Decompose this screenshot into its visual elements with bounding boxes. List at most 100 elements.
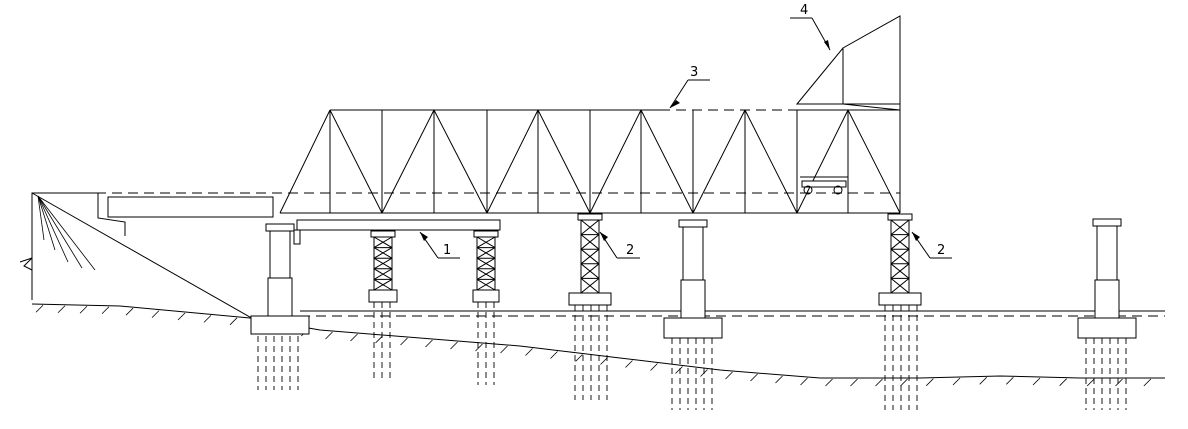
ground-hatch <box>203 315 212 323</box>
pier-1-lower-column <box>267 277 293 317</box>
pier-7-column <box>1096 225 1118 281</box>
ground-hatch <box>79 305 88 314</box>
callout-2b-label: 2 <box>937 243 945 258</box>
abutment-fan-line <box>37 195 83 269</box>
abutment-fan-line <box>37 195 45 241</box>
pier-1-cap <box>265 223 295 232</box>
tower-1-brace <box>373 247 393 259</box>
truss-diagonal <box>847 109 901 214</box>
truss-diagonal <box>433 109 488 214</box>
ground-hatch <box>475 343 483 352</box>
ground-hatch <box>101 306 110 315</box>
ground-hatch <box>400 337 408 346</box>
ground-hatch <box>979 377 987 385</box>
tower-3-brace <box>580 248 600 265</box>
ground-hatch <box>525 348 533 356</box>
ground-hatch <box>575 354 583 362</box>
tower-3-brace <box>580 263 600 279</box>
callout-2b: 2 <box>911 231 952 259</box>
truss-diagonal <box>589 109 642 214</box>
ground-hatch <box>350 333 358 342</box>
pier-4-cap <box>678 219 708 228</box>
bridge-piers <box>250 218 1137 339</box>
truss-diagonal <box>796 109 849 214</box>
callout-2a-label: 2 <box>626 243 634 258</box>
callout-4: 4 <box>790 3 831 51</box>
tower-3-brace <box>580 234 600 250</box>
placed-girder <box>107 196 274 218</box>
ground-hatch <box>425 339 433 348</box>
tower-2-brace <box>476 268 496 280</box>
tower-1-brace <box>373 268 393 280</box>
ground-hatch <box>775 375 783 384</box>
truss-diagonal <box>744 109 798 214</box>
ground-hatch <box>35 304 44 313</box>
pier-7-cap <box>1092 218 1122 227</box>
precast-girder <box>296 219 501 231</box>
tower-2-brace <box>476 236 496 249</box>
left-abutment <box>19 192 256 321</box>
lifting-trolley <box>800 176 848 195</box>
truss-diagonal <box>640 109 694 214</box>
pier-1-footing <box>250 315 310 335</box>
ground-hatch <box>550 351 558 359</box>
ground-hatch <box>500 345 508 354</box>
pier-4-footing <box>663 317 723 339</box>
ground-hatch <box>850 378 858 387</box>
tower-2-cap <box>473 230 499 238</box>
pier-4-column <box>682 226 704 281</box>
water-surface <box>300 310 1165 317</box>
ground-hatch <box>375 335 383 344</box>
ground-hatch <box>800 377 808 386</box>
tower-4-brace <box>890 278 910 294</box>
ground-hatch <box>151 310 160 318</box>
callout-1: 1 <box>419 231 460 259</box>
ground-hatch <box>229 317 238 326</box>
tower-4-brace <box>890 248 910 265</box>
ground-hatch <box>875 378 883 387</box>
ground-hatch <box>926 378 934 386</box>
ground-hatch <box>325 331 333 340</box>
front-mast <box>795 15 901 111</box>
abutment-fan-line <box>37 195 96 271</box>
tower-1-brace <box>373 278 393 291</box>
truss-diagonal <box>329 109 383 214</box>
tower-3-cap <box>577 213 603 221</box>
ground-hatch <box>1086 378 1095 387</box>
tower-2-brace <box>476 247 496 259</box>
tower-4-cap <box>887 213 913 221</box>
tower-4-base <box>878 292 922 306</box>
tower-3-brace <box>580 219 600 235</box>
ground-hatch <box>675 366 683 374</box>
ground-hatch <box>1115 378 1123 387</box>
tower-2-brace <box>476 278 496 291</box>
callout-4-label: 4 <box>800 3 808 18</box>
tower-3-base <box>568 292 612 306</box>
truss-diagonal <box>692 109 746 214</box>
tower-4-brace <box>890 263 910 279</box>
abutment-fan-line <box>37 195 56 251</box>
callout-2a: 2 <box>599 231 640 259</box>
temporary-towers <box>368 213 922 306</box>
pier-1-bracket <box>293 229 301 245</box>
truss-diagonal <box>486 109 539 214</box>
tower-3-brace <box>580 278 600 294</box>
tower-1-brace <box>373 257 393 270</box>
ground-hatch <box>57 305 66 314</box>
pier-1-column <box>269 230 291 279</box>
callout-3-label: 3 <box>690 65 698 80</box>
tower-2-brace <box>476 257 496 270</box>
ground-hatch <box>125 307 134 316</box>
ground-hatch <box>650 363 658 371</box>
callout-3: 3 <box>669 65 710 109</box>
tower-4-brace <box>890 219 910 235</box>
tower-1-base <box>368 289 398 303</box>
ground-hatch <box>600 357 608 365</box>
ground-hatch <box>1059 378 1067 386</box>
truss-diagonal <box>537 109 591 214</box>
ground-hatch <box>450 341 458 350</box>
ground-hatch <box>625 360 633 368</box>
pier-7-footing <box>1077 317 1137 339</box>
ground-hatch <box>1006 377 1014 385</box>
